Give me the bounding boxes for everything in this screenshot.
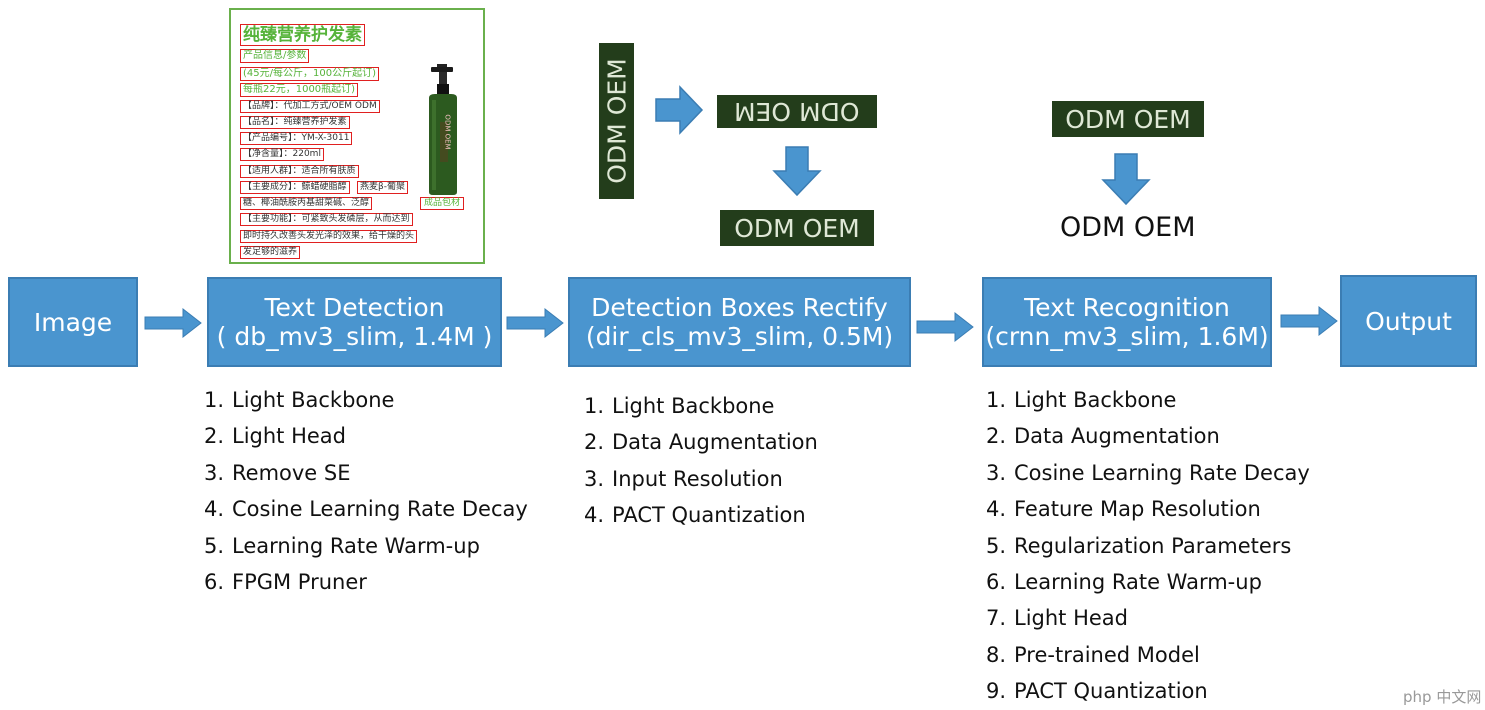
box-rectify-title: Detection Boxes Rectify	[591, 293, 888, 322]
list-item: 5.Learning Rate Warm-up	[204, 533, 480, 558]
list-item: 6.Learning Rate Warm-up	[986, 570, 1262, 595]
product-title: 纯臻营养护发素	[240, 24, 365, 46]
list-item: 4.Feature Map Resolution	[986, 497, 1261, 522]
product-line: 【品名】：纯臻营养护发素	[240, 116, 350, 129]
output-block-label: Output	[1365, 306, 1452, 336]
recognized-text: ODM OEM	[1060, 212, 1196, 243]
list-item: 3.Cosine Learning Rate Decay	[986, 460, 1310, 485]
corrected-crop-text: ODM OEM	[734, 213, 860, 243]
text-detection-block: Text Detection ( db_mv3_slim, 1.4M )	[207, 277, 502, 367]
text-recognition-block: Text Recognition (crnn_mv3_slim, 1.6M)	[982, 277, 1272, 367]
product-line: 【主要功能】：可紧致头发磷层，从而达到	[240, 213, 413, 226]
right-arrow-icon	[1280, 305, 1338, 337]
upside-down-crop-text: ODM OEM	[734, 97, 860, 126]
product-line: 【产品编号】：YM-X-3011	[240, 132, 353, 145]
product-line: 燕麦β-葡聚	[357, 181, 408, 194]
bottle-label: ODM OEM	[443, 114, 452, 150]
list-item: 5.Regularization Parameters	[986, 533, 1292, 558]
upside-down-crop: ODM OEM	[717, 95, 877, 128]
product-line: 【净含量】：220ml	[240, 148, 324, 161]
list-item: 1.Light Backbone	[584, 394, 775, 418]
output-block: Output	[1340, 275, 1477, 367]
list-item: 3.Input Resolution	[584, 466, 783, 491]
list-item: 2.Data Augmentation	[986, 424, 1220, 449]
rectify-techniques-list: 1.Light Backbone 2.Data Augmentation 3.I…	[584, 388, 818, 534]
product-line: (45元/每公斤，100公斤起订)	[240, 67, 379, 81]
product-line: 【适用人群】：适合所有肤质	[240, 165, 359, 178]
text-detection-model: ( db_mv3_slim, 1.4M )	[216, 322, 493, 351]
vertical-text-crop: ODM OEM	[599, 43, 634, 199]
down-arrow-icon	[1101, 153, 1151, 206]
recognition-techniques-list: 1.Light Backbone 2.Data Augmentation 3.C…	[986, 382, 1310, 710]
list-item: 8.Pre-trained Model	[986, 642, 1200, 667]
product-tag: 成品包材	[420, 197, 465, 210]
recognition-input-crop-text: ODM OEM	[1065, 104, 1191, 134]
box-rectify-model: (dir_cls_mv3_slim, 0.5M)	[585, 322, 894, 351]
product-line: 糖、椰油酰胺丙基甜菜碱、泛醇	[240, 197, 373, 210]
list-item: 7.Light Head	[986, 606, 1128, 631]
product-line: 产品信息/参数	[240, 49, 310, 63]
product-line: 每瓶22元，1000瓶起订)	[240, 83, 359, 97]
list-item: 9.PACT Quantization	[986, 679, 1208, 704]
list-item: 3.Remove SE	[204, 460, 351, 485]
image-block: Image	[8, 277, 138, 367]
product-line: 【主要成分】：鲸蜡硬脂醇	[240, 181, 350, 194]
list-item: 1.Light Backbone	[986, 388, 1177, 412]
product-line: 发足够的滋养	[240, 246, 301, 259]
product-image: 纯臻营养护发素 产品信息/参数 (45元/每公斤，100公斤起订) 每瓶22元，…	[229, 8, 485, 264]
product-line: 【品牌】：代加工方式/OEM ODM	[240, 100, 380, 113]
list-item: 6.FPGM Pruner	[204, 570, 367, 595]
list-item: 1.Light Backbone	[204, 388, 395, 412]
vertical-crop-text: ODM OEM	[602, 58, 631, 184]
right-arrow-icon	[916, 311, 974, 343]
list-item: 4.PACT Quantization	[584, 503, 806, 528]
right-arrow-icon	[144, 307, 202, 339]
text-recognition-title: Text Recognition	[1024, 293, 1230, 322]
image-block-label: Image	[33, 307, 113, 337]
list-item: 2.Data Augmentation	[584, 430, 818, 455]
list-item: 2.Light Head	[204, 424, 346, 449]
detection-techniques-list: 1.Light Backbone 2.Light Head 3.Remove S…	[204, 382, 528, 600]
right-arrow-icon	[506, 307, 564, 339]
watermark: php 中文网	[1403, 688, 1482, 706]
list-item: 4.Cosine Learning Rate Decay	[204, 497, 528, 522]
bottle-icon	[429, 64, 457, 195]
text-recognition-model: (crnn_mv3_slim, 1.6M)	[985, 322, 1269, 351]
down-arrow-icon	[772, 146, 822, 197]
right-arrow-icon	[655, 85, 704, 135]
corrected-crop: ODM OEM	[720, 210, 874, 246]
text-detection-title: Text Detection	[264, 293, 445, 322]
product-line: 即时持久改善头发光泽的效果，给干燥的头	[240, 230, 418, 243]
box-rectify-block: Detection Boxes Rectify (dir_cls_mv3_sli…	[568, 277, 911, 367]
recognition-input-crop: ODM OEM	[1052, 101, 1204, 137]
